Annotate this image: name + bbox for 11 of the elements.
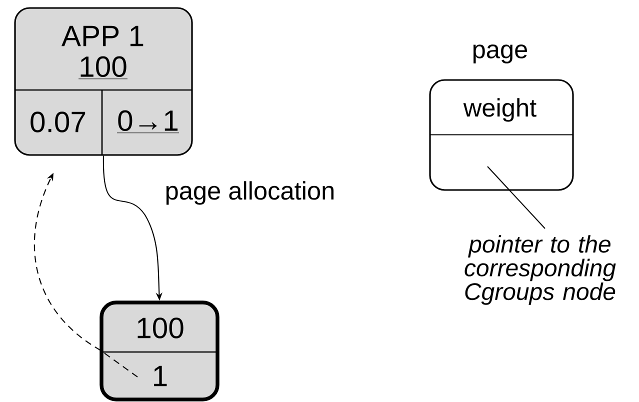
- box-label: 0.07: [30, 112, 86, 132]
- box-label: weight: [463, 98, 536, 122]
- leader-line: [487, 166, 546, 229]
- box-label: page: [473, 44, 528, 64]
- box-label: APP 1: [62, 26, 144, 46]
- note-text: pointer to the corresponding Cgroups node: [464, 235, 616, 305]
- box-label: 1: [154, 366, 167, 386]
- box-label: 100: [138, 318, 184, 338]
- box-label: 100: [78, 56, 128, 80]
- edge-label: page allocation: [163, 180, 337, 206]
- box-label: 0→1: [116, 110, 180, 134]
